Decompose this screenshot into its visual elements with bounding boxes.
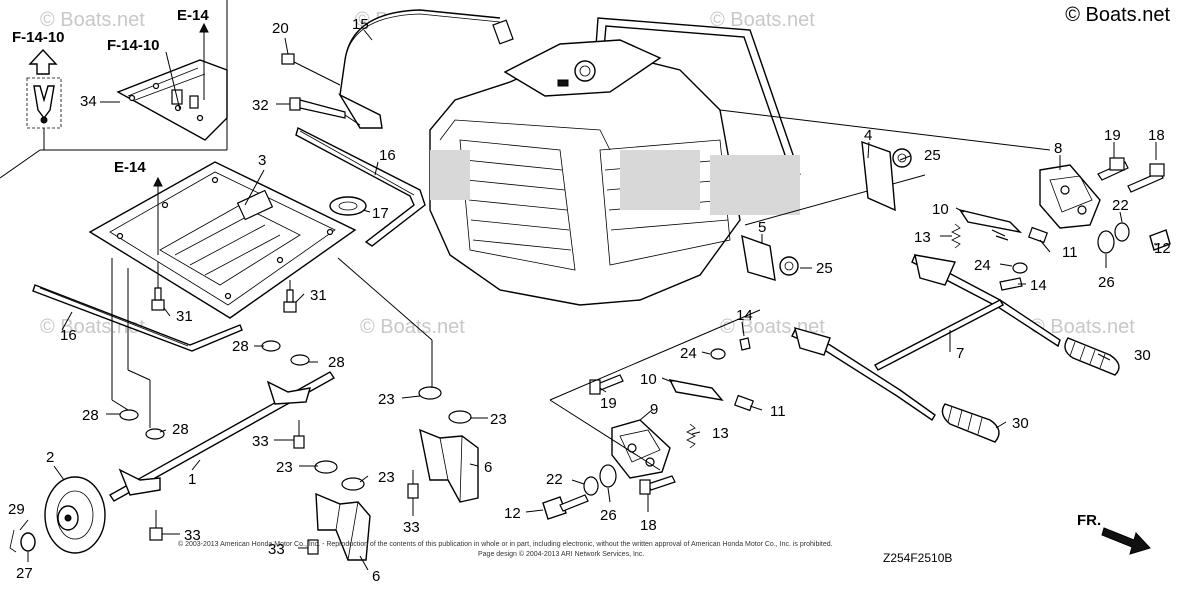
callout-1: 1: [188, 471, 196, 488]
callout-4: 4: [864, 127, 872, 144]
callout-23-c: 23: [276, 459, 293, 476]
callout-29: 29: [8, 501, 25, 518]
front-direction-arrow: [1101, 527, 1151, 555]
callout-28-a: 28: [232, 338, 249, 355]
callout-6-left: 6: [372, 568, 380, 585]
callout-31-left: 31: [176, 308, 193, 325]
folding-handle-assembly: [741, 140, 1120, 443]
callout-28-b: 28: [328, 354, 345, 371]
strip-and-grommet: [295, 126, 426, 247]
bolts-31: [151, 262, 297, 313]
callout-32: 32: [252, 97, 269, 114]
callout-20: 20: [272, 20, 289, 37]
inset-ref-f14-10-right: F-14-10: [107, 37, 160, 54]
ref-e14-main: E-14: [114, 159, 146, 176]
callout-34: 34: [80, 93, 97, 110]
callout-23-d: 23: [378, 469, 395, 486]
callout-13-upper: 13: [914, 229, 931, 246]
callout-22-upper: 22: [1112, 197, 1129, 214]
callout-19-upper: 19: [1104, 127, 1121, 144]
callout-33-d: 33: [403, 519, 420, 536]
inset-ref-f14-10-left: F-14-10: [12, 29, 65, 46]
diagram-code: Z254F2510B: [883, 551, 953, 565]
callout-31-right: 31: [310, 287, 327, 304]
callout-28-c: 28: [82, 407, 99, 424]
watermark: © Boats.net: [360, 316, 465, 338]
callout-26-lower: 26: [600, 507, 617, 524]
callout-25-lower: 25: [816, 260, 833, 277]
page-design-fine-print: Page design © 2004-2013 ARI Network Serv…: [478, 551, 645, 558]
upper-handle-assembly: [281, 9, 514, 129]
base-plate: [32, 161, 357, 352]
callout-11-upper: 11: [1062, 244, 1078, 261]
callout-leaders: [19, 29, 1160, 571]
callout-28-d: 28: [172, 421, 189, 438]
callout-3: 3: [258, 152, 266, 169]
callout-6-right: 6: [484, 459, 492, 476]
callout-18-upper: 18: [1148, 127, 1165, 144]
callout-11-lower: 11: [770, 403, 786, 420]
callout-23-b: 23: [490, 411, 507, 428]
watermark: © Boats.net: [710, 9, 815, 31]
callout-26-upper: 26: [1098, 274, 1115, 291]
callout-15: 15: [352, 16, 369, 33]
callout-33-b: 33: [184, 527, 201, 544]
callout-10-lower: 10: [640, 371, 657, 388]
callout-23-a: 23: [378, 391, 395, 408]
callout-24-upper: 24: [974, 257, 991, 274]
hinge-upper: [951, 157, 1171, 291]
watermark: © Boats.net: [1030, 316, 1135, 338]
callout-2: 2: [46, 449, 54, 466]
inset-detail: [0, 0, 228, 179]
copyright-notice: © Boats.net: [1065, 4, 1170, 26]
callout-12-upper: 12: [1154, 240, 1171, 257]
callout-33-c: 33: [268, 541, 285, 558]
callout-10-upper: 10: [932, 201, 949, 218]
callout-12-lower: 12: [504, 505, 521, 522]
front-direction-label: FR.: [1077, 512, 1102, 529]
rubber-feet: [307, 257, 479, 561]
callout-17: 17: [372, 205, 389, 222]
callout-14-upper: 14: [1030, 277, 1047, 294]
callout-8: 8: [1054, 140, 1062, 157]
callout-14-lower: 14: [736, 307, 753, 324]
callout-33-a: 33: [252, 433, 269, 450]
callout-13-lower: 13: [712, 425, 729, 442]
hinge-lower: [542, 309, 761, 520]
callout-16-lower: 16: [60, 327, 77, 344]
callout-30-upper: 30: [1134, 347, 1151, 364]
callout-24-lower: 24: [680, 345, 697, 362]
callout-27: 27: [16, 565, 33, 582]
inset-ref-e14: E-14: [177, 7, 209, 24]
callout-22-lower: 22: [546, 471, 563, 488]
callout-19-lower: 19: [600, 395, 617, 412]
axle-wheel-assembly: [9, 258, 336, 554]
callout-9: 9: [650, 401, 658, 418]
watermark: © Boats.net: [40, 9, 145, 31]
copyright-fine-print: © 2003-2013 American Honda Motor Co., In…: [178, 541, 833, 548]
callout-5: 5: [758, 219, 766, 236]
callout-25-upper: 25: [924, 147, 941, 164]
callout-18-lower: 18: [640, 517, 657, 534]
callout-16-upper: 16: [379, 147, 396, 164]
callout-7: 7: [956, 345, 964, 362]
generator-housing: [429, 17, 1051, 306]
callout-30-lower: 30: [1012, 415, 1029, 432]
